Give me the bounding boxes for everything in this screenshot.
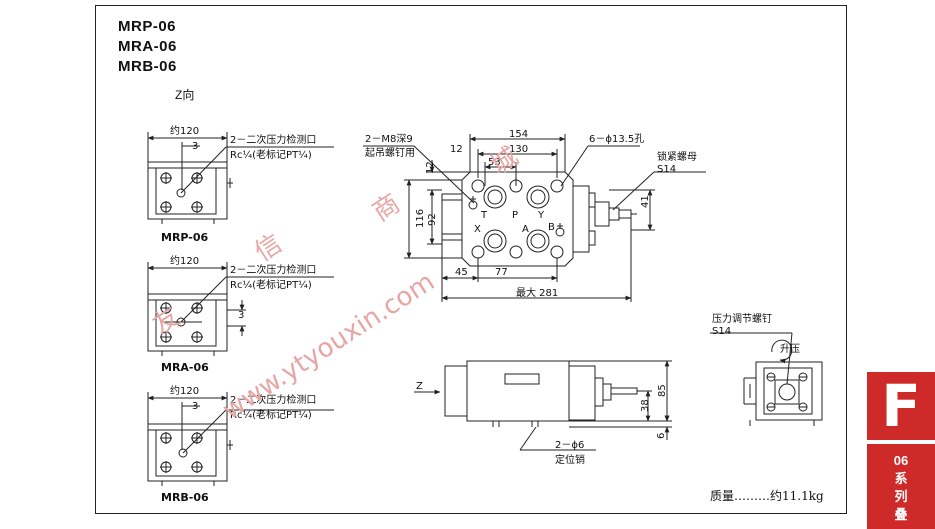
sv3-caption: MRB-06 — [161, 491, 209, 504]
port-a: A — [522, 224, 529, 235]
sv3-offset: 3 — [192, 401, 198, 412]
main-view — [363, 134, 706, 302]
section-number: 06 — [893, 453, 909, 468]
dim-41: 41 — [640, 195, 651, 208]
sv1-port-2: Rc¼(老标记PT¼) — [230, 148, 312, 161]
model-title-mrp: MRP-06 — [118, 18, 177, 35]
dim-6: 6 — [656, 433, 667, 439]
dim-116: 116 — [415, 209, 426, 228]
sv2-caption: MRA-06 — [161, 361, 209, 374]
port-b: B — [548, 222, 555, 233]
sv2-port-1: 2－二次压力检测口 — [230, 263, 316, 276]
lock-nut-size: S14 — [657, 164, 676, 175]
side-view — [414, 360, 672, 451]
watermark-char-3: 商 — [367, 189, 405, 228]
section-line-1: 系 — [894, 471, 908, 486]
adjust-screw-size: S14 — [712, 326, 731, 337]
tapped-holes-label: 2－M8深9 — [365, 133, 413, 145]
sv3-width: 约120 — [170, 384, 199, 397]
small-view-mrp — [147, 132, 334, 224]
port-y: Y — [537, 210, 545, 221]
small-view-mrb — [147, 392, 334, 486]
sv1-offset: 3 — [192, 141, 198, 152]
lifting-bolt-label: 起吊螺钉用 — [365, 147, 415, 159]
pins-name: 定位销 — [555, 453, 585, 466]
section-letter: F — [881, 372, 921, 440]
port-p: P — [512, 210, 518, 221]
model-title-mra: MRA-06 — [118, 38, 177, 55]
dim-12-top: 12 — [450, 144, 463, 155]
weight-note: 质量………约11.1kg — [710, 489, 824, 503]
pins-label: 2－ϕ6 — [555, 440, 584, 451]
sv2-width: 约120 — [170, 254, 199, 267]
max-length: 最大 281 — [516, 286, 558, 299]
dim-77: 77 — [495, 267, 508, 278]
lock-nut-label: 锁紧螺母 — [657, 150, 697, 163]
watermark-char-1: 友 — [147, 302, 185, 341]
through-holes-label: 6－ϕ13.5孔 — [589, 133, 644, 145]
sv2-port-2: Rc¼(老标记PT¼) — [230, 278, 312, 291]
sv3-port-1: 2－二次压力检测口 — [230, 393, 316, 406]
section-text: 06 系 列 叠 — [867, 452, 935, 524]
dim-92: 92 — [427, 213, 438, 226]
section-divider — [867, 440, 935, 444]
raise-label: 升压 — [780, 343, 800, 355]
section-line-2: 列 — [894, 489, 908, 504]
dim-85: 85 — [657, 384, 668, 397]
small-view-mra — [147, 262, 334, 356]
model-title-mrb: MRB-06 — [118, 58, 177, 75]
dim-38: 38 — [640, 399, 651, 412]
sv1-caption: MRP-06 — [161, 231, 209, 244]
sv2-offset: 3 — [238, 310, 244, 321]
dim-45: 45 — [455, 267, 468, 278]
sv1-width: 约120 — [170, 124, 199, 137]
sv3-port-2: Rc¼(老标记PT¼) — [230, 408, 312, 421]
port-x: X — [474, 224, 481, 235]
drawing-frame — [95, 5, 847, 514]
watermark-char-2: 信 — [249, 229, 287, 268]
dim-154: 154 — [509, 129, 528, 140]
section-line-3: 叠 — [894, 507, 908, 522]
dim-12-side: 12 — [425, 161, 436, 174]
port-t: T — [480, 210, 488, 221]
dim-130: 130 — [509, 144, 528, 155]
adjust-view — [710, 332, 823, 426]
sv1-port-1: 2－二次压力检测口 — [230, 133, 316, 146]
dim-53: 53 — [488, 157, 501, 168]
section-tag: F 06 系 列 叠 — [867, 372, 935, 529]
z-arrow-label: Z — [416, 381, 423, 392]
adjust-screw-label: 压力调节螺钉 — [712, 312, 772, 325]
z-view-label: Z向 — [175, 88, 195, 102]
